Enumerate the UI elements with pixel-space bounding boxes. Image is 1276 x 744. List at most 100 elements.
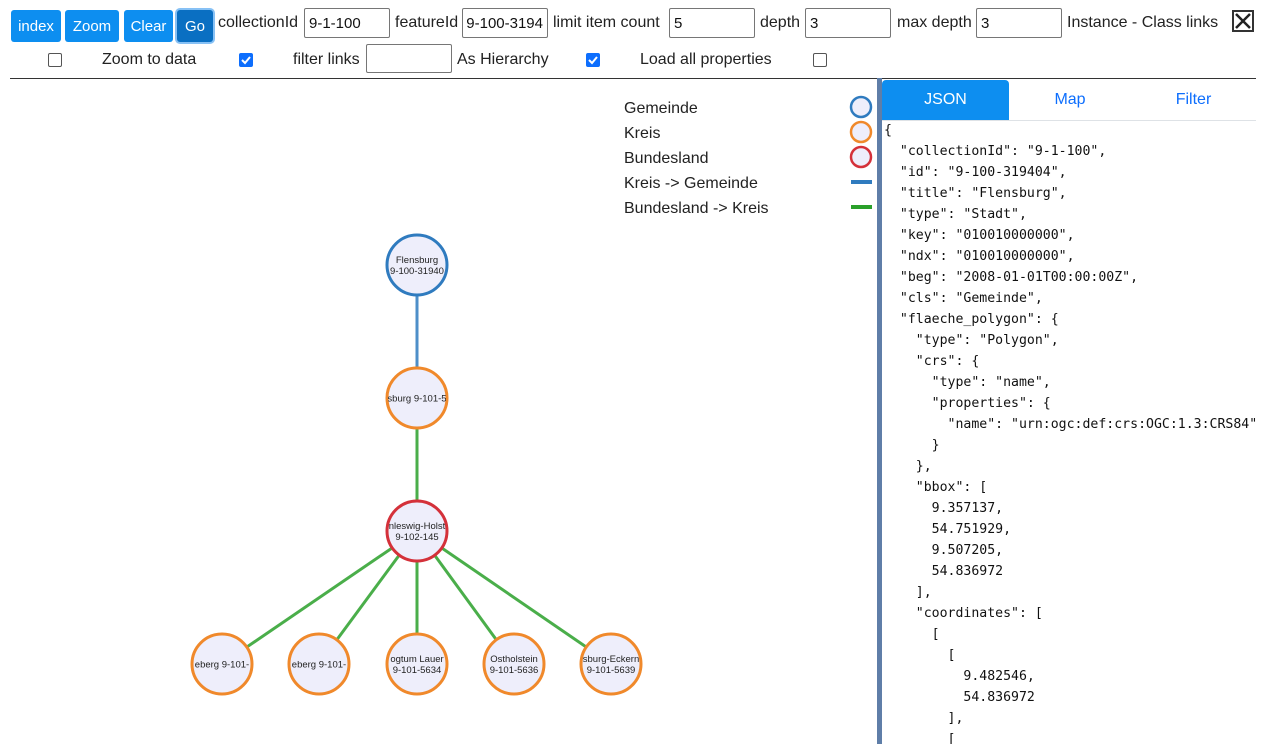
max-depth-input[interactable] <box>976 8 1062 38</box>
graph-node-label: 9-101-5636 <box>490 665 539 676</box>
graph-node[interactable]: sburg 9-101-5 <box>385 366 449 430</box>
legend-label: Gemeinde <box>624 100 698 117</box>
toolbar: index Zoom Clear Go collectionId feature… <box>0 0 1276 44</box>
json-line: }, <box>884 459 932 474</box>
graph-node-circle[interactable] <box>482 632 546 696</box>
graph-node-label: 9-101-5634 <box>393 665 442 676</box>
json-line: "ndx": "010010000000", <box>884 249 1075 264</box>
json-line: "properties": { <box>884 396 1051 411</box>
graph-node-label: Flensburg <box>396 255 438 266</box>
graph-node-label: sburg-Eckern <box>583 654 640 665</box>
json-line: ], <box>884 711 964 726</box>
tabs-divider <box>882 120 1256 121</box>
json-line: "crs": { <box>884 354 980 369</box>
json-line: 54.751929, <box>884 522 1012 537</box>
index-button[interactable]: index <box>11 10 61 42</box>
json-line: "key": "010010000000", <box>884 228 1075 243</box>
load-all-properties-checkbox[interactable] <box>813 53 827 67</box>
feature-id-input[interactable] <box>462 8 548 38</box>
filter-links-input[interactable] <box>366 44 452 73</box>
legend-node-swatch <box>849 95 873 119</box>
legend-node-swatch <box>849 120 873 144</box>
json-line: "type": "name", <box>884 375 1051 390</box>
json-line: "type": "Stadt", <box>884 207 1027 222</box>
json-line: 54.836972 <box>884 564 1004 579</box>
json-line: "bbox": [ <box>884 480 988 495</box>
limit-item-count-label: limit item count <box>553 14 660 31</box>
json-line: "flaeche_polygon": { <box>884 312 1059 327</box>
json-line: "title": "Flensburg", <box>884 186 1067 201</box>
graph-node-label: 9-101-5639 <box>587 665 636 676</box>
legend-label: Kreis -> Gemeinde <box>624 175 758 192</box>
zoom-to-data-label: Zoom to data <box>102 51 197 68</box>
details-tabs: JSON Map Filter <box>882 80 1256 120</box>
json-line: } <box>884 438 940 453</box>
clear-button[interactable]: Clear <box>124 10 173 42</box>
as-hierarchy-label: As Hierarchy <box>457 51 549 68</box>
legend-label: Bundesland <box>624 150 709 167</box>
json-line: "name": "urn:ogc:def:crs:OGC:1.3:CRS84" <box>884 417 1256 432</box>
legend-label: Bundesland -> Kreis <box>624 200 769 217</box>
zoom-button[interactable]: Zoom <box>65 10 119 42</box>
filter-links-label: filter links <box>293 51 360 68</box>
graph-node[interactable]: eberg 9-101- <box>190 632 254 696</box>
json-line: 9.507205, <box>884 543 1004 558</box>
graph-node-label: Ostholstein <box>490 654 538 665</box>
load-all-properties-label: Load all properties <box>640 51 772 68</box>
unlabeled-checkbox[interactable] <box>48 53 62 67</box>
graph-node-label: sburg 9-101-5 <box>387 394 446 405</box>
as-hierarchy-checkbox[interactable] <box>586 53 600 67</box>
graph-node-circle[interactable] <box>385 233 449 297</box>
json-line: "beg": "2008-01-01T00:00:00Z", <box>884 270 1139 285</box>
graph-node-circle[interactable] <box>385 499 449 563</box>
instance-class-links-label: Instance - Class links <box>1067 14 1219 31</box>
legend-label: Kreis <box>624 125 660 142</box>
legend-node-swatch <box>849 145 873 169</box>
json-line: "coordinates": [ <box>884 606 1043 621</box>
json-line: [ <box>884 648 956 663</box>
graph-node-label: 9-100-31940 <box>390 266 444 277</box>
collection-id-input[interactable] <box>304 8 390 38</box>
json-line: "id": "9-100-319404", <box>884 165 1067 180</box>
panel-resize-handle[interactable] <box>877 78 882 744</box>
graph-node-label: eberg 9-101- <box>292 660 346 671</box>
details-panel: JSON Map Filter { "collectionId": "9-1-1… <box>882 78 1256 744</box>
json-line: 54.836972 <box>884 690 1035 705</box>
tab-map[interactable]: Map <box>1054 91 1086 108</box>
json-line: ], <box>884 585 932 600</box>
json-line: [ <box>884 627 940 642</box>
graph-node-circle[interactable] <box>385 366 449 430</box>
graph-node[interactable]: eberg 9-101- <box>287 632 351 696</box>
json-line: "collectionId": "9-1-100", <box>884 144 1107 159</box>
graph-node-circle[interactable] <box>579 632 643 696</box>
json-line: "cls": "Gemeinde", <box>884 291 1043 306</box>
tab-json[interactable]: JSON <box>882 80 1009 120</box>
collection-id-label: collectionId <box>218 14 299 31</box>
json-view[interactable]: { "collectionId": "9-1-100", "id": "9-10… <box>884 120 1256 744</box>
graph-node-circle[interactable] <box>190 632 254 696</box>
graph-link[interactable] <box>416 529 612 666</box>
graph-node-circle[interactable] <box>287 632 351 696</box>
graph-node-label: 9-102-145 <box>395 532 438 543</box>
close-icon[interactable] <box>1232 10 1254 32</box>
tab-filter[interactable]: Filter <box>1175 91 1212 108</box>
depth-label: depth <box>760 14 801 31</box>
limit-item-count-input[interactable] <box>669 8 755 38</box>
graph-node-circle[interactable] <box>385 632 449 696</box>
max-depth-label: max depth <box>897 14 972 31</box>
zoom-to-data-checkbox[interactable] <box>239 53 253 67</box>
go-button[interactable]: Go <box>177 10 213 42</box>
depth-input[interactable] <box>805 8 891 38</box>
graph-link[interactable] <box>221 529 418 666</box>
graph-node-label: eberg 9-101- <box>195 660 249 671</box>
graph-node-label: nleswig-Holst <box>389 521 446 532</box>
